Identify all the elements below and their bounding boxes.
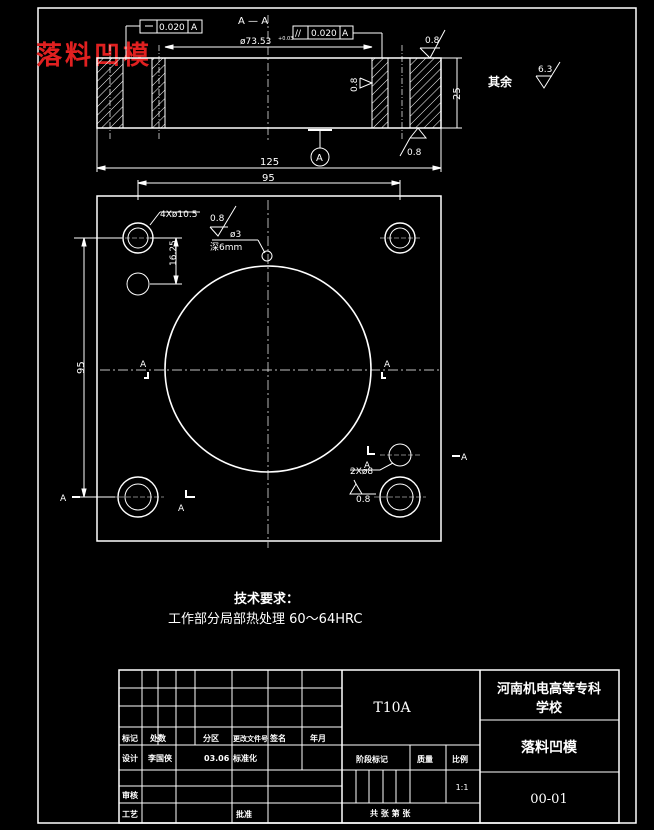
col-weight: 质量 (417, 754, 433, 764)
pin-offset-dim: 16.25 (169, 240, 179, 266)
roughness-bore: 0.8 (350, 77, 360, 92)
sheet-count: 共 张 第 张 (370, 808, 411, 818)
bore-tolerance: +0.03 (278, 36, 293, 42)
roughness-top: 0.8 (425, 36, 440, 46)
thickness-dim: 25 (452, 87, 463, 100)
col-scale: 比例 (452, 754, 468, 764)
parallel-symbol: // (295, 29, 302, 39)
pin-roughness: 0.8 (356, 495, 371, 505)
row-design: 设计 (122, 753, 138, 763)
section-mark-2: A (384, 360, 391, 370)
section-mark-3: A (461, 453, 468, 463)
pin-callout: 2Xø8 (350, 467, 373, 477)
section-mark-6: A (364, 461, 371, 471)
school-name-2: 学校 (536, 700, 563, 716)
hole-roughness: 0.8 (210, 214, 225, 224)
designer: 李国侠 (147, 753, 173, 763)
remaining-value: 6.3 (538, 65, 552, 75)
hdr-sign: 签名 (269, 733, 286, 743)
pin-hole-depth: 深6mm (210, 242, 242, 253)
hdr-count: 处数 (149, 733, 167, 743)
tech-title: 技术要求： (234, 591, 299, 607)
roughness-bottom: 0.8 (407, 148, 422, 158)
scale-value: 1:1 (456, 783, 469, 792)
hole-spacing-h: 95 (262, 173, 275, 184)
section-view: A — A 0.020 A // 0.020 A ø73.53 +0.03 (96, 15, 463, 172)
hole-callout: 4Xø10.5 (160, 210, 197, 220)
remaining-label: 其余 (488, 74, 513, 89)
datum-label: A (316, 153, 323, 164)
title-block-text: T10A 河南机电高等专科 学校 落料凹模 00-01 1:1 标记 处数 分区… (121, 681, 601, 819)
tech-text: 工作部分局部热处理 60～64HRC (168, 612, 362, 627)
hdr-date: 年月 (310, 733, 326, 743)
section-mark-5: A (178, 504, 185, 514)
remaining-roughness-symbol (535, 61, 561, 89)
section-title: A — A (238, 16, 268, 27)
section-mark-4: A (60, 494, 67, 504)
row-standard: 标准化 (232, 753, 257, 763)
stamp-text: 落料凹模 (36, 41, 152, 71)
section-mark-1: A (140, 360, 147, 370)
plan-view: 95 4Xø10.5 0.8 ø3 深6mm (60, 173, 468, 548)
material: T10A (373, 700, 411, 716)
row-review: 审核 (122, 790, 138, 800)
parallel-tolerance: 0.020 (311, 29, 337, 39)
school-name-1: 河南机电高等专科 (497, 681, 601, 697)
design-date: 03.06 (204, 754, 230, 763)
part-name: 落料凹模 (521, 739, 578, 756)
bore-diameter: ø73.53 (240, 37, 271, 47)
pin-hole-dia: ø3 (230, 230, 241, 240)
col-stage: 阶段标记 (356, 754, 388, 764)
title-block (118, 669, 620, 824)
row-approve: 批准 (236, 809, 252, 819)
hdr-mark: 标记 (121, 733, 138, 743)
width-dim: 125 (260, 157, 279, 168)
drawing-number: 00-01 (530, 792, 567, 807)
row-process: 工艺 (122, 809, 138, 819)
hdr-doc: 更改文件号 (233, 734, 268, 743)
flatness-datum: A (191, 23, 198, 33)
hdr-zone: 分区 (203, 733, 219, 743)
flatness-tolerance: 0.020 (159, 23, 185, 33)
hole-spacing-v: 95 (76, 361, 87, 374)
parallel-datum: A (342, 29, 349, 39)
